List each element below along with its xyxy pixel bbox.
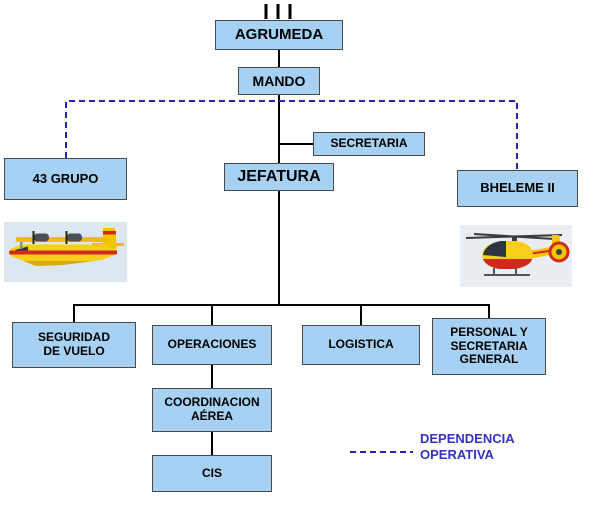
top-antenna-ticks: [264, 4, 292, 19]
node-seguridad-de-vuelo: SEGURIDAD DE VUELO: [12, 322, 136, 368]
dashed-operational-left: [65, 100, 279, 158]
node-bheleme-ii: BHELEME II: [457, 170, 578, 207]
legend-dependencia-operativa: DEPENDENCIA OPERATIVA: [420, 431, 515, 463]
node-logistica: LOGISTICA: [302, 325, 420, 365]
node-43-grupo: 43 GRUPO: [4, 158, 127, 200]
node-operaciones: OPERACIONES: [152, 325, 272, 365]
node-jefatura: JEFATURA: [224, 163, 334, 191]
node-personal-y-secretaria-general: PERSONAL Y SECRETARIA GENERAL: [432, 318, 546, 375]
seaplane-image: [4, 222, 127, 282]
helicopter-image: [460, 225, 572, 287]
node-mando: MANDO: [238, 67, 320, 95]
node-coordinacion-aerea: COORDINACION AÉREA: [152, 388, 272, 432]
seaplane-photo: [4, 222, 127, 282]
helicopter-photo: [460, 225, 572, 287]
dashed-operational-right: [279, 100, 518, 171]
node-cis: CIS: [152, 455, 272, 492]
node-secretaria: SECRETARIA: [313, 132, 425, 156]
node-agrumeda: AGRUMEDA: [215, 20, 343, 50]
